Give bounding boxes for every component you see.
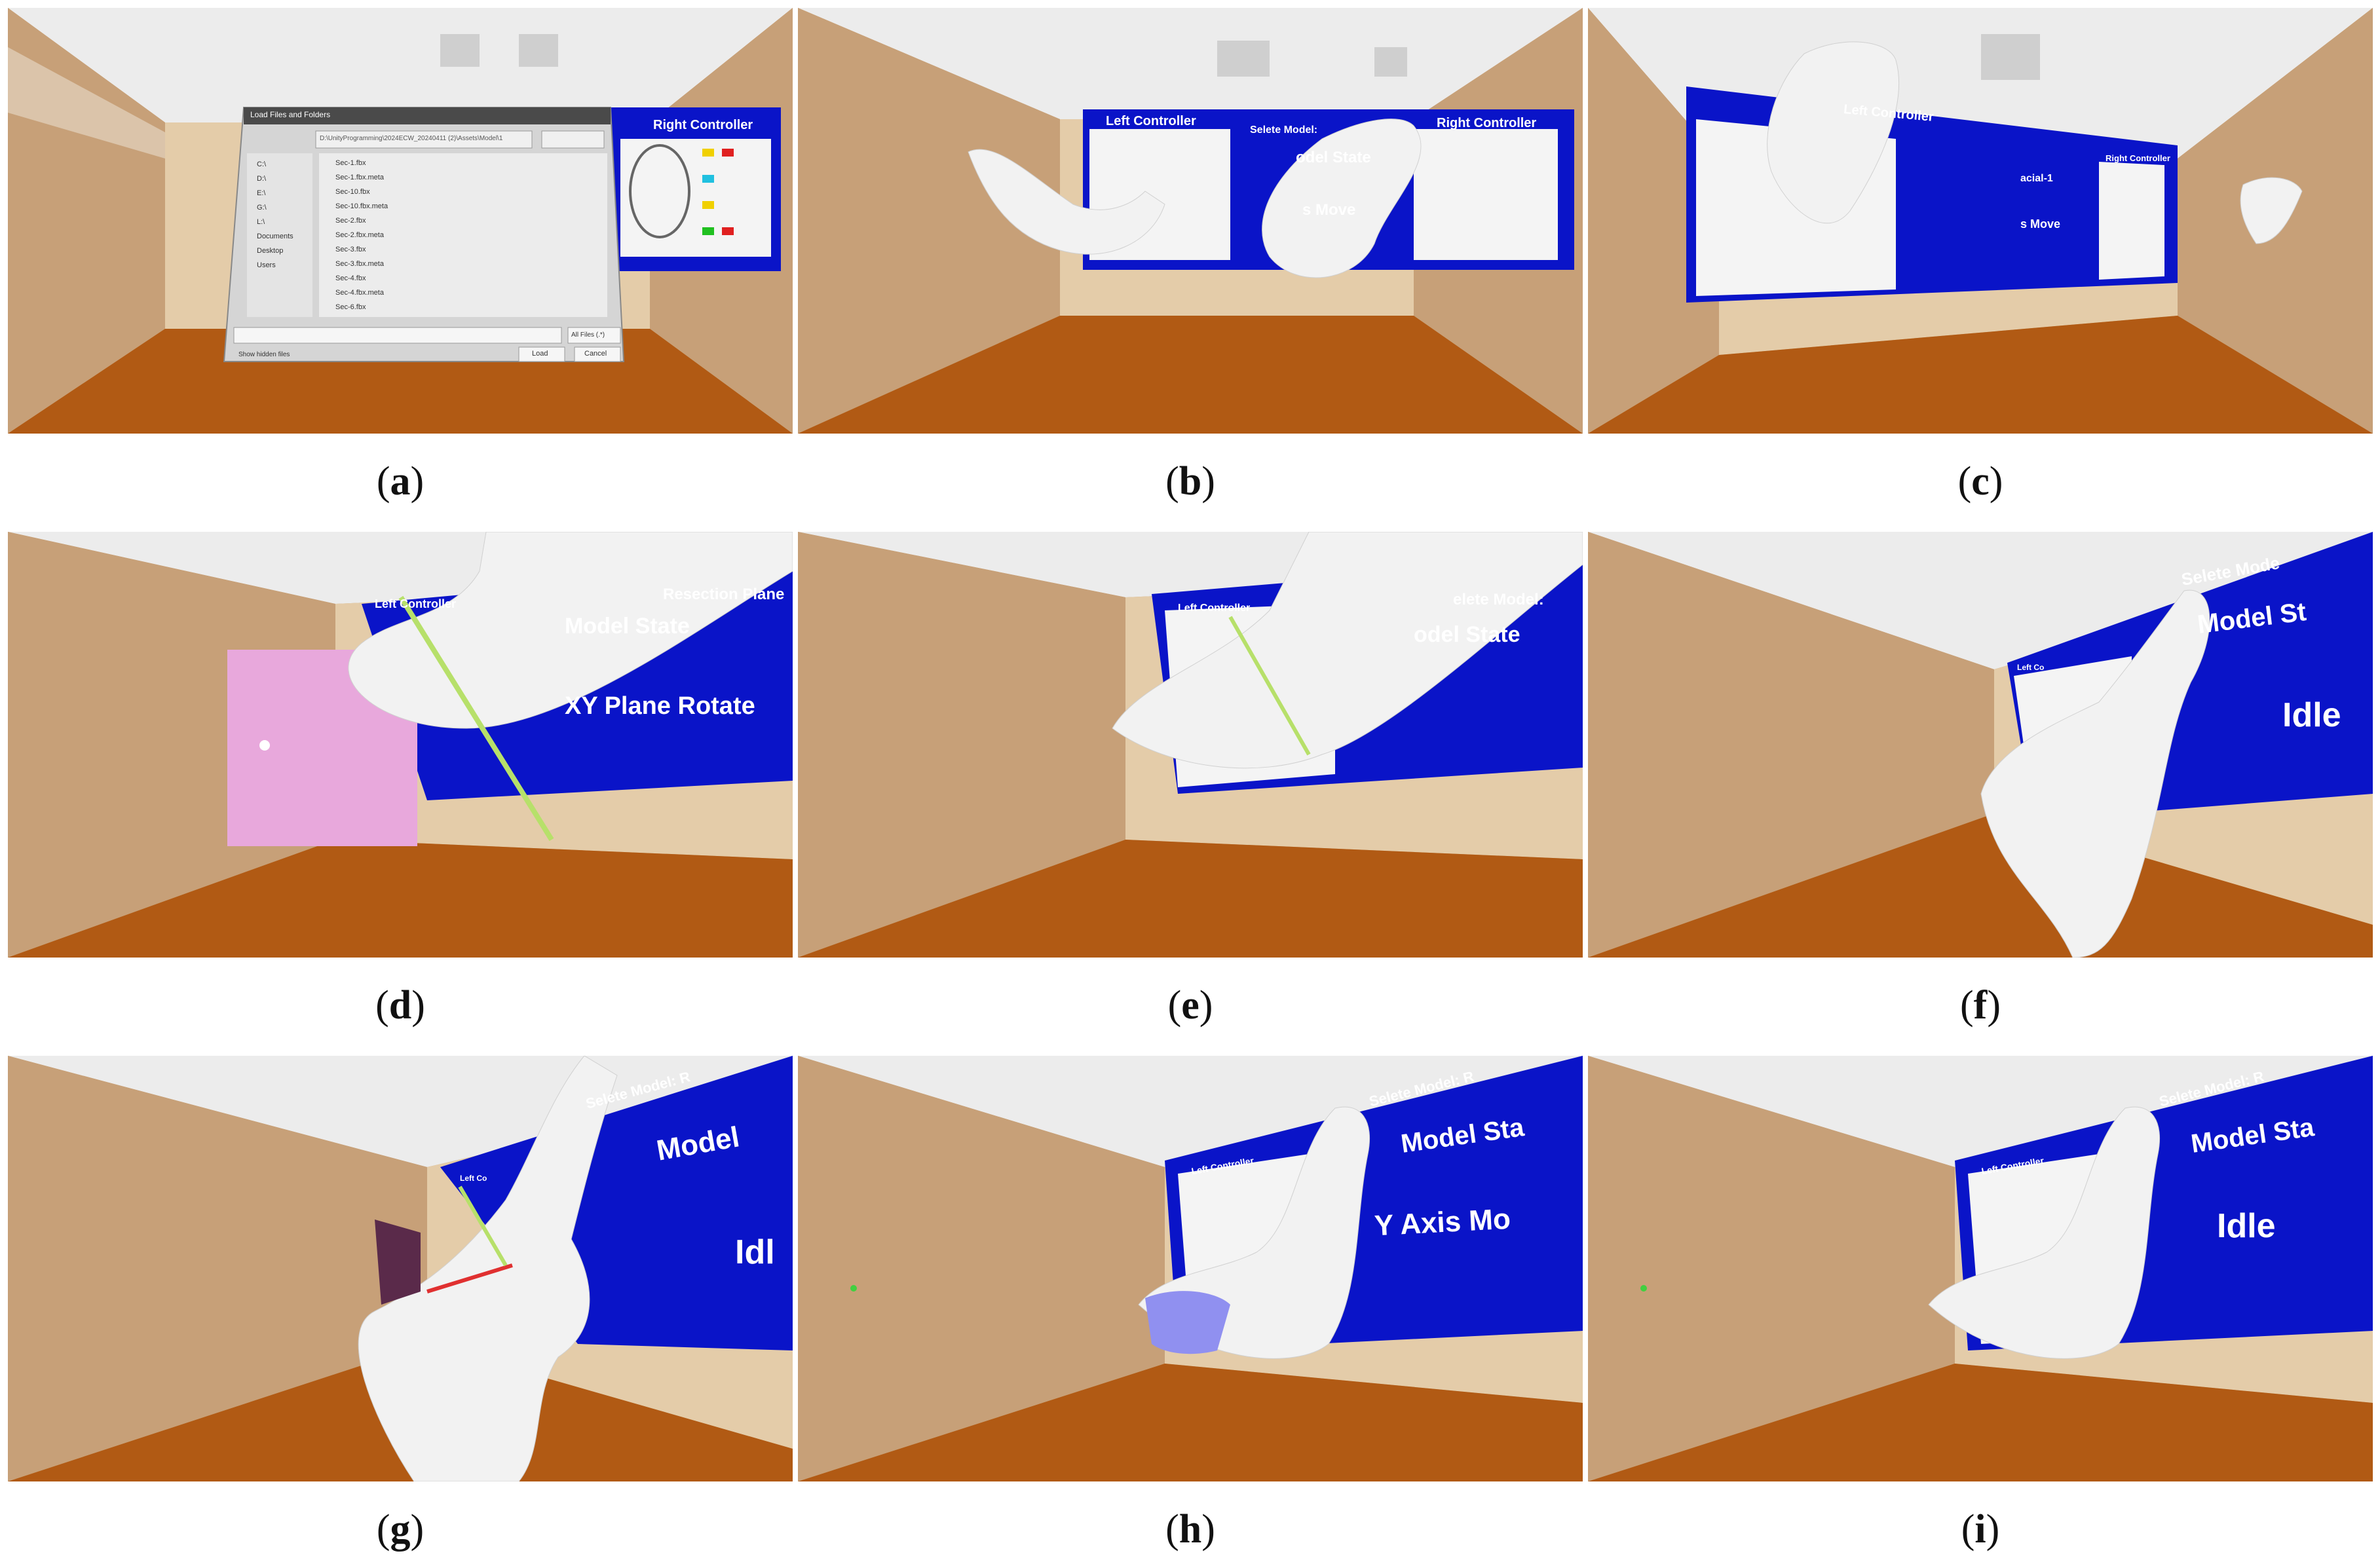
caption-b: (b) bbox=[1165, 459, 1215, 504]
vr-room-scene-e bbox=[798, 532, 1583, 958]
path-field[interactable]: D:\UnityProgramming\2024ECW_20240411 (2)… bbox=[320, 135, 503, 142]
model-state-label: odel State bbox=[1414, 622, 1521, 647]
left-controller-title: Left Controller bbox=[1178, 603, 1251, 614]
mandible-model[interactable] bbox=[358, 1056, 618, 1481]
file-item[interactable]: Sec-4.fbx bbox=[335, 274, 366, 282]
panel-d: Resection Plane Model State XY Plane Rot… bbox=[8, 532, 793, 958]
resected-segment[interactable] bbox=[1145, 1291, 1230, 1354]
model-state-value: s Move bbox=[1302, 201, 1356, 219]
drive-item[interactable]: E:\ bbox=[257, 189, 266, 197]
file-item[interactable]: Sec-10.fbx bbox=[335, 188, 370, 196]
caption-e: (e) bbox=[1167, 983, 1213, 1028]
load-button[interactable]: Load bbox=[532, 350, 548, 358]
file-item[interactable]: Sec-2.fbx bbox=[335, 217, 366, 225]
vr-room-scene-b bbox=[798, 8, 1583, 434]
show-hidden-checkbox[interactable]: Show hidden files bbox=[238, 351, 290, 358]
file-list: Sec-1.fbx Sec-1.fbx.meta Sec-10.fbx Sec-… bbox=[335, 156, 388, 314]
left-controller-title: Left Co bbox=[460, 1174, 487, 1183]
vr-room-scene-d bbox=[8, 532, 793, 958]
file-item[interactable]: Sec-10.fbx.meta bbox=[335, 202, 388, 210]
left-controller-title: Left Controller bbox=[375, 597, 456, 610]
caption-a: (a) bbox=[376, 459, 425, 504]
drive-item[interactable]: G:\ bbox=[257, 204, 267, 212]
selected-model-label: acial-1 bbox=[2020, 173, 2053, 184]
panel-e: elete Model: odel State Left Controller bbox=[798, 532, 1583, 958]
file-item[interactable]: Sec-1.fbx.meta bbox=[335, 174, 384, 181]
caption-g: (g) bbox=[376, 1507, 425, 1552]
selected-model-label: Resection Plane bbox=[663, 586, 785, 603]
model-state-value: Idle bbox=[2217, 1207, 2276, 1245]
dialog-title: Load Files and Folders bbox=[250, 110, 331, 119]
caption-i: (i) bbox=[1961, 1507, 2000, 1552]
selected-model-label: elete Model: bbox=[1453, 591, 1544, 608]
vr-room-scene-g bbox=[8, 1056, 793, 1481]
file-item[interactable]: Sec-2.fbx.meta bbox=[335, 231, 384, 239]
model-state-value: s Move bbox=[2020, 217, 2061, 231]
selected-model-label: Selete Model: bbox=[1250, 124, 1318, 136]
right-controller-title: Right Controller bbox=[653, 118, 753, 132]
controller-ray bbox=[398, 595, 554, 842]
left-controller-title: Left Controller bbox=[1106, 114, 1196, 128]
drive-item[interactable]: L:\ bbox=[257, 218, 265, 226]
drive-item[interactable]: Users bbox=[257, 261, 276, 269]
right-controller-title: Right Controller bbox=[1437, 116, 1537, 130]
model-state-value: XY Plane Rotate bbox=[565, 692, 755, 720]
model-state-label: Model State bbox=[565, 614, 690, 639]
caption-h: (h) bbox=[1165, 1507, 1215, 1552]
mandible-model-small[interactable] bbox=[2240, 177, 2303, 244]
vr-room-scene-a bbox=[8, 8, 793, 434]
controller-ray bbox=[458, 1185, 508, 1267]
panel-f: Selete Mode Model St Idle Left Co bbox=[1588, 532, 2373, 958]
vr-room-scene-f bbox=[1588, 532, 2373, 958]
model-state-label: odel State bbox=[1296, 149, 1371, 166]
mandible-model-left[interactable] bbox=[968, 149, 1165, 255]
drive-item[interactable]: D:\ bbox=[257, 175, 267, 183]
file-item[interactable]: Sec-1.fbx bbox=[335, 159, 366, 167]
panel-g: Selete Model: R Model Idl Left Co bbox=[8, 1056, 793, 1481]
file-filter-select[interactable]: All Files (.*) bbox=[571, 331, 605, 339]
mandible-model-right[interactable] bbox=[1262, 119, 1422, 278]
vr-room-scene-i bbox=[1588, 1056, 2373, 1481]
left-controller-title: Left Co bbox=[2017, 663, 2045, 672]
drive-item[interactable]: Desktop bbox=[257, 247, 284, 255]
drive-item[interactable]: Documents bbox=[257, 233, 293, 240]
panel-i: Selete Model: R Model Sta Idle Left Cont… bbox=[1588, 1056, 2373, 1481]
cancel-button[interactable]: Cancel bbox=[584, 350, 607, 358]
panel-b: Left Controller Selete Model: odel State… bbox=[798, 8, 1583, 434]
file-item[interactable]: Sec-4.fbx.meta bbox=[335, 289, 384, 297]
vr-room-scene-h bbox=[798, 1056, 1583, 1481]
controller-ray bbox=[1228, 616, 1311, 756]
mandible-model[interactable] bbox=[1980, 589, 2210, 958]
file-item[interactable]: Sec-3.fbx bbox=[335, 246, 366, 253]
caption-c: (c) bbox=[1957, 459, 2003, 504]
model-state-value: Idle bbox=[2282, 696, 2341, 734]
drive-item[interactable]: C:\ bbox=[257, 160, 267, 168]
file-item[interactable]: Sec-3.fbx.meta bbox=[335, 260, 384, 268]
file-item[interactable]: Sec-6.fbx bbox=[335, 303, 366, 311]
caption-f: (f) bbox=[1960, 983, 2001, 1028]
caption-d: (d) bbox=[375, 983, 425, 1028]
cut-line bbox=[426, 1263, 513, 1294]
right-controller-title: Right Controller bbox=[2106, 153, 2170, 163]
mandible-model[interactable] bbox=[1767, 41, 1899, 224]
panel-h: Selete Model: R Model Sta Y Axis Mo Left… bbox=[798, 1056, 1583, 1481]
model-state-value: Idl bbox=[735, 1233, 775, 1271]
drive-list: C:\ D:\ E:\ G:\ L:\ Documents Desktop Us… bbox=[257, 157, 293, 272]
panel-a: Load Files and Folders D:\UnityProgrammi… bbox=[8, 8, 793, 434]
vr-room-scene-c bbox=[1588, 8, 2373, 434]
mandible-model[interactable] bbox=[1928, 1106, 2161, 1359]
resection-plane[interactable] bbox=[375, 1220, 421, 1305]
mandible-model[interactable] bbox=[1112, 532, 1583, 769]
panel-c: Left Controller acial-1 s Move Right Con… bbox=[1588, 8, 2373, 434]
